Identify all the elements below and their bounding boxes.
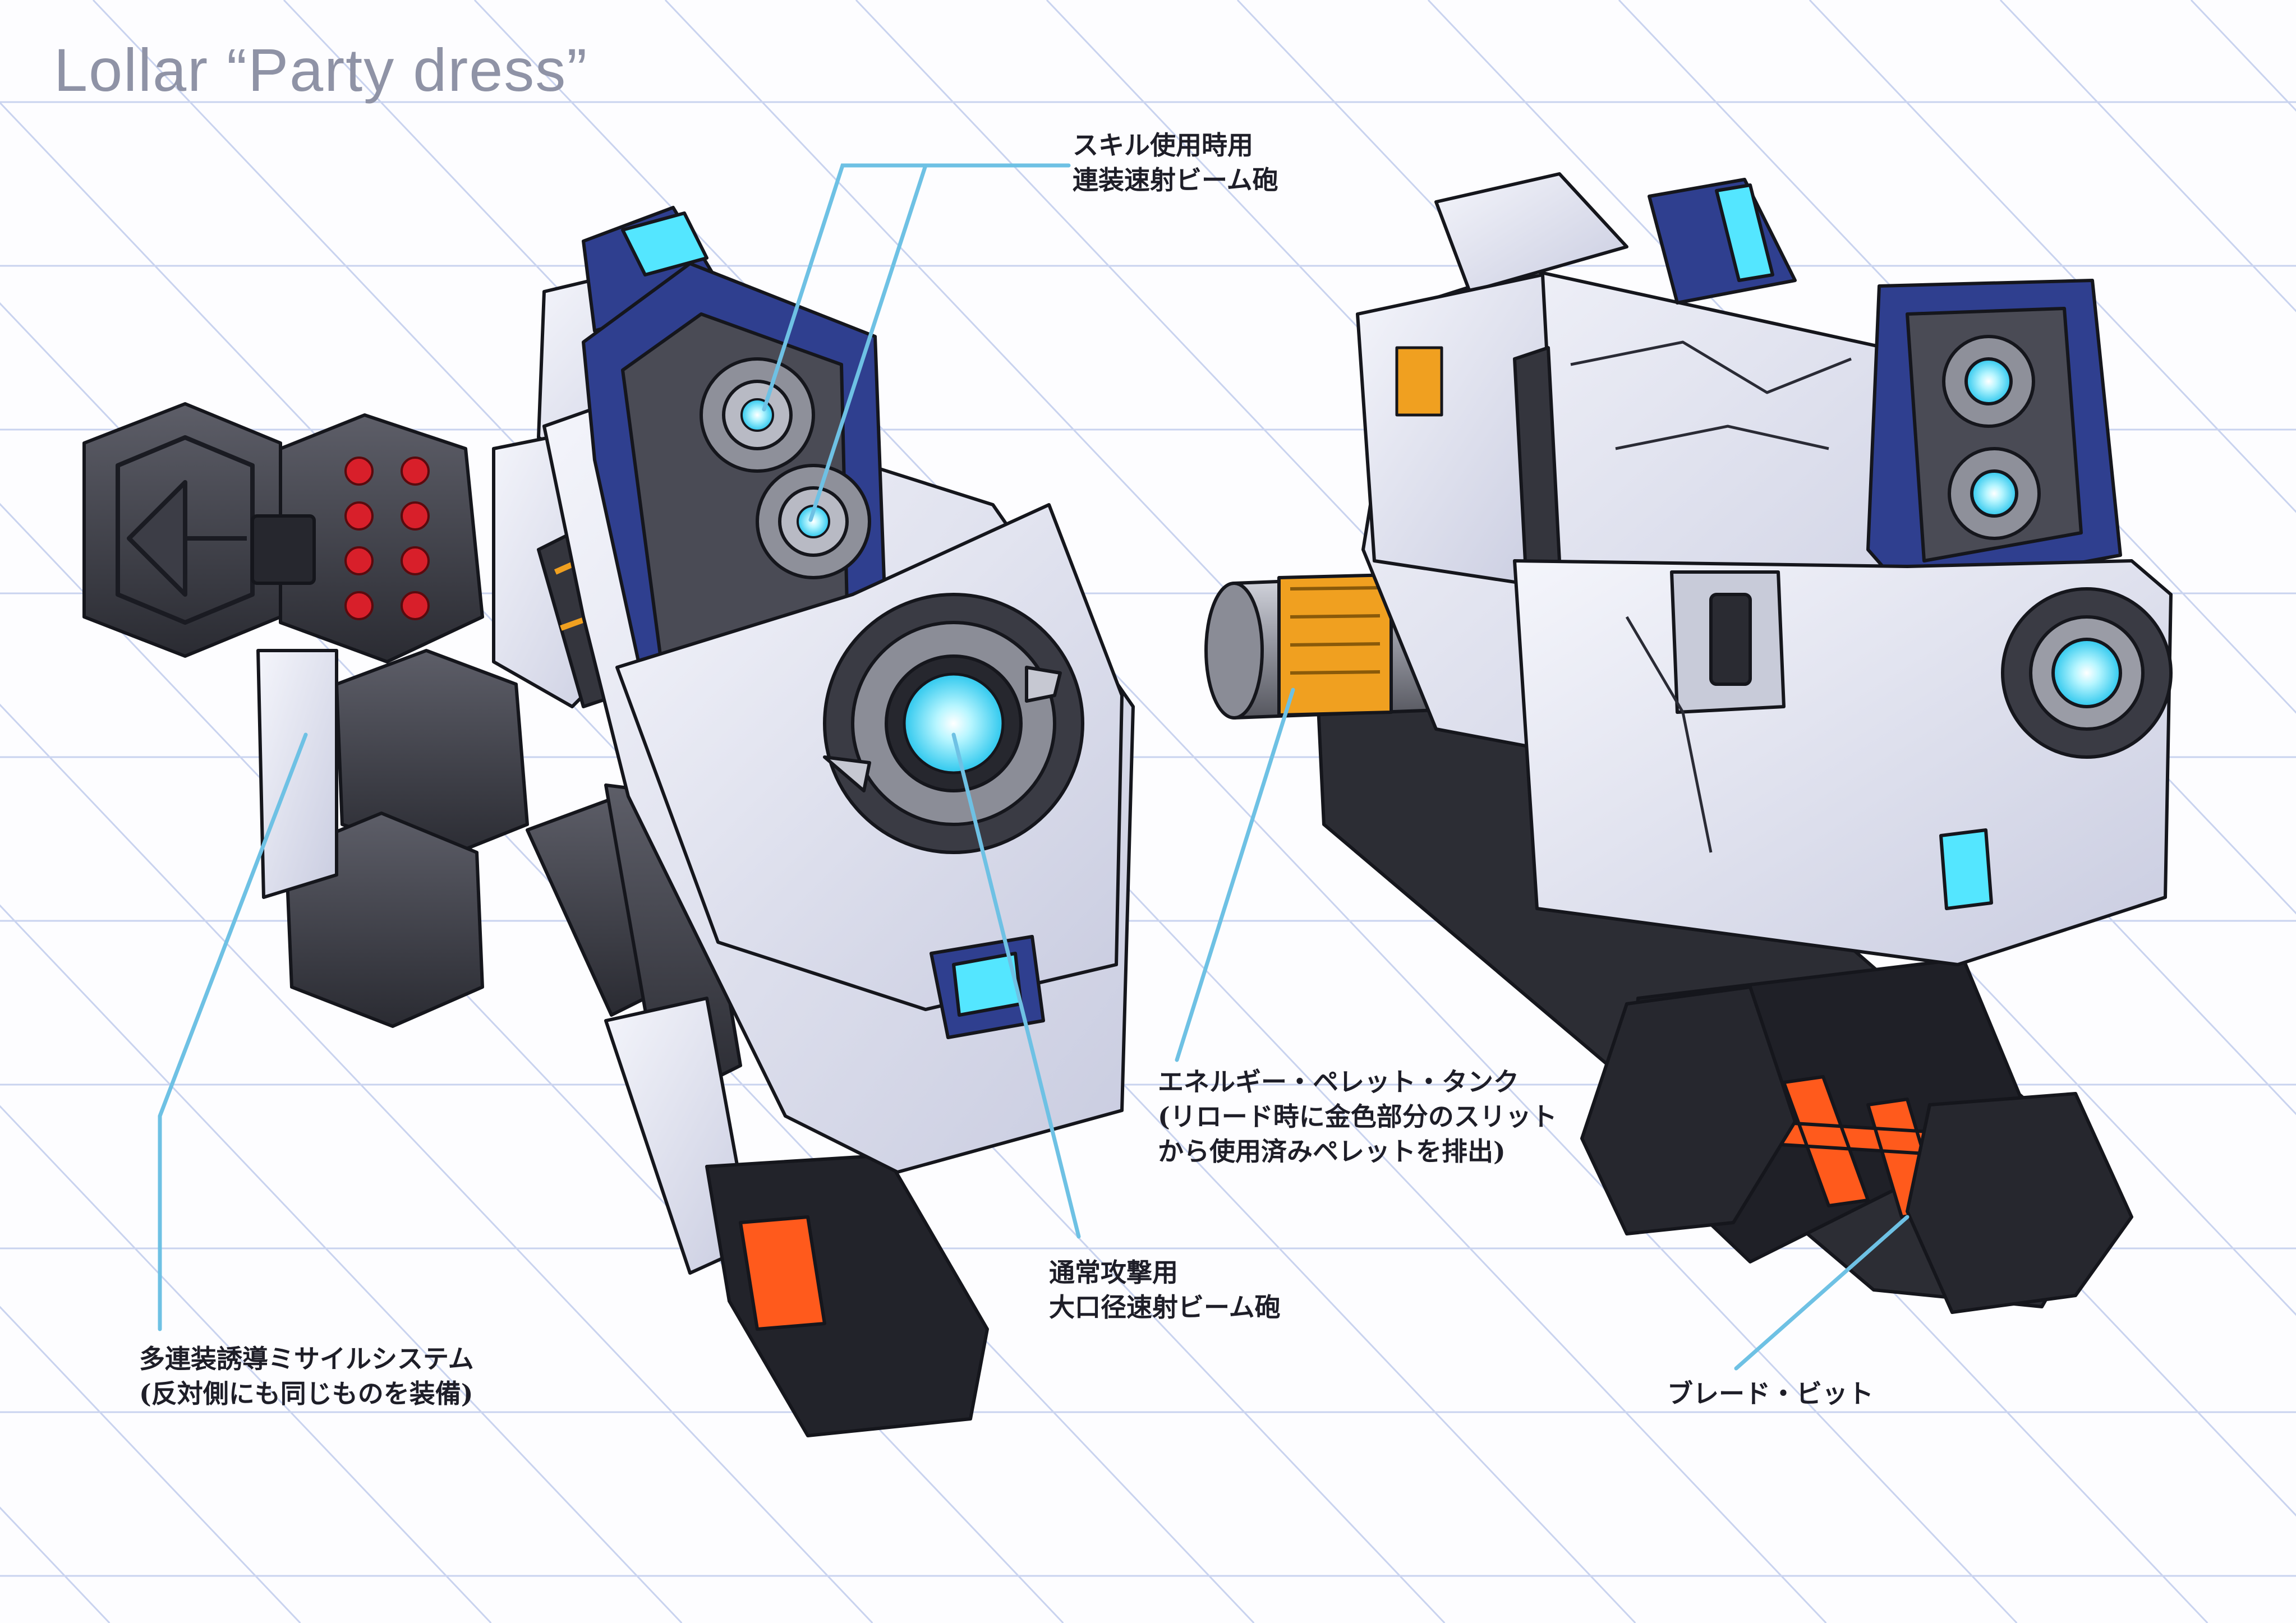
grid-diagonal-line: [0, 703, 873, 1623]
callout-skill-beam: スキル使用時用 連装速射ビーム砲: [1073, 128, 1278, 197]
grid-diagonal-line: [1618, 0, 2296, 714]
callout-missile-system: 多連装誘導ミサイルシステム (反対側にも同じものを装備): [139, 1341, 474, 1411]
missile-leader: [158, 732, 308, 1331]
robot-front-illustration-icon: [82, 206, 1135, 1437]
callout-normal-beam: 通常攻撃用 大口径速射ビーム砲: [1049, 1255, 1281, 1325]
callout-line: 多連装誘導ミサイルシステム: [139, 1344, 474, 1374]
callout-line: スキル使用時用: [1073, 130, 1253, 160]
skill-beam-leader-right: [808, 163, 928, 522]
grid-diagonal-line: [0, 1306, 301, 1623]
sheet-title: Lollar “Party dress”: [54, 36, 588, 104]
callout-blade-bit: ブレード・ビット: [1667, 1376, 1874, 1411]
robot-rear-illustration-icon: [1204, 172, 2173, 1314]
callout-pellet-tank: エネルギー・ペレット・タンク (リロード時に金色部分のスリット から使用済みペレ…: [1158, 1064, 1557, 1169]
callout-line: (リロード時に金色部分のスリット: [1158, 1101, 1557, 1132]
callout-line: 大口径速射ビーム砲: [1049, 1292, 1281, 1322]
callout-line: から使用済みペレットを排出): [1158, 1136, 1506, 1166]
normal-beam-leader: [951, 732, 1081, 1239]
grid-diagonal-line: [473, 0, 2018, 1623]
callout-line: エネルギー・ペレット・タンク: [1158, 1067, 1519, 1097]
grid-diagonal-line: [1999, 0, 2296, 312]
pellet-tank-leader: [1175, 688, 1295, 1062]
blade-bit-leader: [1734, 1215, 1910, 1371]
grid-diagonal-line: [0, 1105, 492, 1623]
callout-line: ブレード・ビット: [1667, 1378, 1874, 1409]
callout-line: (反対側にも同じものを装備): [139, 1378, 473, 1409]
grid-diagonal-line: [0, 904, 683, 1623]
callout-line: 連装速射ビーム砲: [1073, 165, 1278, 195]
skill-beam-leader-left: [762, 163, 1071, 412]
grid-diagonal-line: [1809, 0, 2296, 513]
callout-line: 通常攻撃用: [1049, 1257, 1178, 1288]
